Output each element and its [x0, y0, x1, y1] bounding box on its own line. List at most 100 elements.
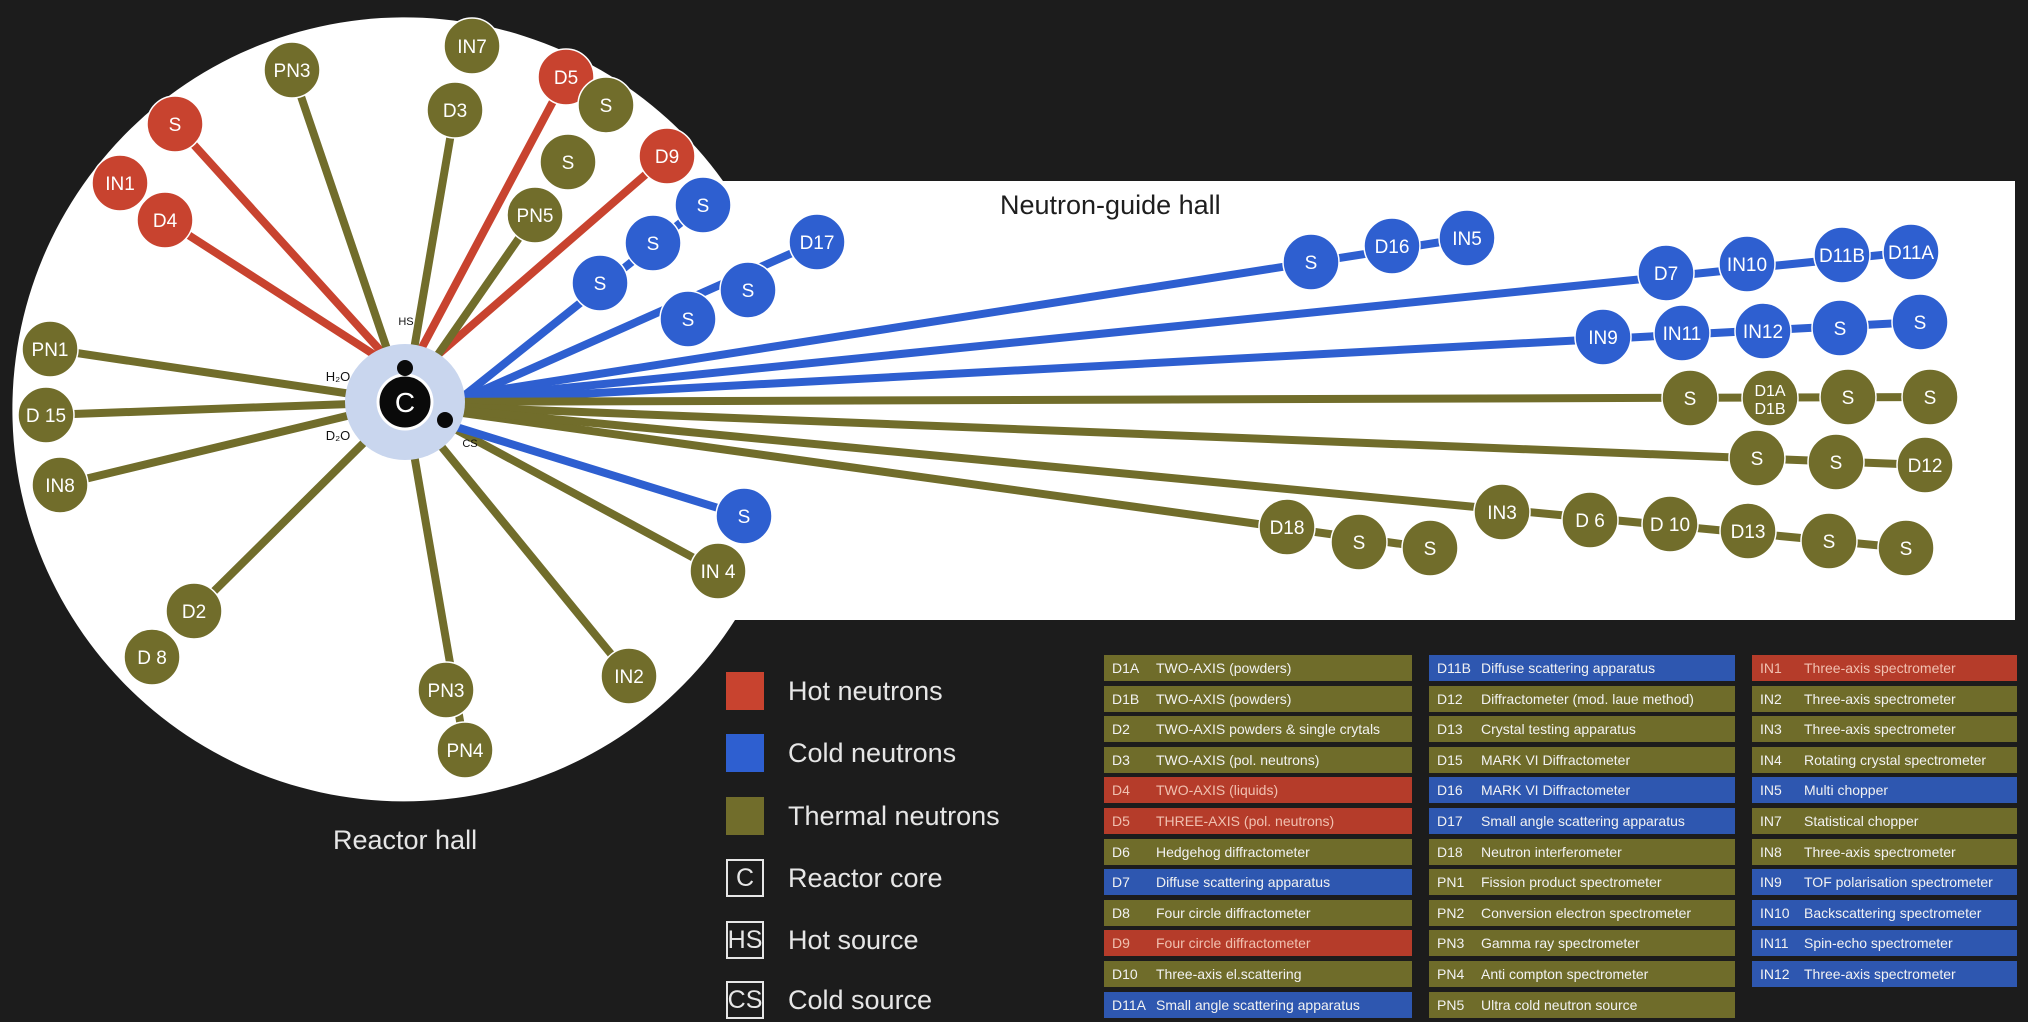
instrument-station-label: S [1900, 539, 1913, 560]
instrument-station-label: IN1 [105, 174, 135, 195]
instrument-station-marker [1653, 304, 1711, 362]
instrument-station-label: D1A [1754, 383, 1785, 400]
instrument-code: IN2 [1760, 690, 1782, 707]
instrument-name: Four circle diffractometer [1156, 904, 1311, 921]
instrument-station-label: D 15 [26, 406, 66, 427]
instrument-name: TWO-AXIS powders & single crytals [1156, 721, 1381, 738]
beamline-hot [172, 121, 401, 373]
instrument-station-marker [165, 582, 223, 640]
instrument-station-marker [506, 186, 564, 244]
instrument-code: D18 [1437, 843, 1463, 860]
cold-source-symbol: CS [726, 981, 764, 1019]
instrument-row: D18 Neutron interferometer [1429, 838, 1735, 865]
instrument-code: IN12 [1760, 965, 1790, 982]
instrument-row: IN12 Three-axis spectrometer [1752, 960, 2017, 987]
instrument-code: D15 [1437, 751, 1463, 768]
instrument-station-label: D12 [1908, 456, 1943, 477]
legend-cold: Cold neutrons [726, 731, 956, 775]
instrument-code: D16 [1437, 782, 1463, 799]
instrument-station-label: IN11 [1663, 324, 1702, 345]
legend-label: Cold neutrons [788, 737, 957, 768]
instrument-station-label: S [682, 310, 695, 331]
beamline-thermal [404, 401, 1926, 469]
instrument-station-marker [1282, 233, 1340, 291]
instrument-station-label: IN5 [1452, 229, 1482, 250]
instrument-code: D17 [1437, 812, 1463, 829]
instrument-code: IN3 [1760, 721, 1782, 738]
instrument-station-label: PN1 [32, 340, 69, 361]
instrument-code: PN1 [1437, 874, 1465, 891]
instrument-code: PN5 [1437, 996, 1465, 1013]
instrument-station-marker [1473, 483, 1531, 541]
instrument-name: MARK VI Diffractometer [1481, 751, 1631, 768]
instrument-name: Neutron interferometer [1481, 843, 1622, 860]
instrument-station-label: D13 [1731, 522, 1766, 543]
instrument-row: D2 TWO-AXIS powders & single crytals [1104, 716, 1412, 743]
instrument-station-label: IN 4 [701, 562, 736, 583]
instrument-station-label: S [1842, 388, 1855, 409]
instrument-station-label: PN3 [428, 681, 465, 702]
instrument-code: D2 [1112, 721, 1130, 738]
instrument-name: Gamma ray spectrometer [1481, 935, 1640, 952]
instrument-station-label: IN2 [614, 667, 644, 688]
instrument-code: D9 [1112, 935, 1130, 952]
instrument-code: D10 [1112, 965, 1138, 982]
instrument-station-marker [719, 261, 777, 319]
reactor-hall-label: Reactor hall [333, 825, 478, 855]
instrument-station-marker [146, 95, 204, 153]
instrument-station-label: S [562, 153, 575, 174]
instrument-station-label: IN12 [1743, 322, 1783, 343]
instrument-station-label: S [1751, 449, 1764, 470]
instrument-row: D12 Diffractometer (mod. laue method) [1429, 685, 1735, 712]
instrument-station-marker [91, 154, 149, 212]
instrument-station-marker [263, 41, 321, 99]
instrument-code: D13 [1437, 721, 1463, 738]
instrument-station-label: IN9 [1588, 328, 1618, 349]
instrument-code: D12 [1437, 690, 1463, 707]
instrument-name: Three-axis spectrometer [1804, 965, 1956, 982]
instrument-code: PN2 [1437, 904, 1465, 921]
thermal-swatch [726, 797, 764, 835]
instrument-name: Diffractometer (mod. laue method) [1481, 690, 1694, 707]
d2o-label: D₂O [326, 428, 351, 443]
instrument-code: IN10 [1760, 904, 1790, 921]
cold-swatch [726, 734, 764, 772]
legend-label: Cold source [788, 984, 933, 1015]
instrument-station-marker [1896, 436, 1954, 494]
instrument-name: Hedgehog diffractometer [1156, 843, 1310, 860]
instrument-station-label: D18 [1270, 518, 1305, 539]
cold-source-marker [437, 412, 453, 428]
instrument-station-marker [1561, 491, 1619, 549]
instrument-station-marker [1574, 308, 1632, 366]
beamline-thermal [288, 68, 409, 404]
instrument-name: THREE-AXIS (pol. neutrons) [1156, 812, 1335, 829]
instrument-code: IN4 [1760, 751, 1782, 768]
instrument-name: Diffuse scattering apparatus [1481, 660, 1656, 676]
instrument-name: Three-axis spectrometer [1804, 660, 1956, 676]
instrument-name: Fission product spectrometer [1481, 874, 1662, 891]
legend-label: Hot neutrons [788, 675, 943, 706]
instrument-station-marker [21, 320, 79, 378]
instrument-code: IN8 [1760, 843, 1782, 860]
instrument-station-label: D5 [554, 68, 578, 89]
instrument-code: IN1 [1760, 660, 1782, 676]
instrument-station-marker [17, 386, 75, 444]
instrument-station-label: D11A [1888, 243, 1934, 264]
instrument-station-label: D9 [655, 147, 679, 168]
cold-source-label: CS [462, 438, 477, 450]
instrument-station-label: D1B [1754, 401, 1785, 418]
instrument-station-label: S [742, 281, 755, 302]
instrument-row: IN1 Three-axis spectrometer [1752, 655, 2017, 681]
instrument-station-label: D16 [1375, 237, 1410, 258]
